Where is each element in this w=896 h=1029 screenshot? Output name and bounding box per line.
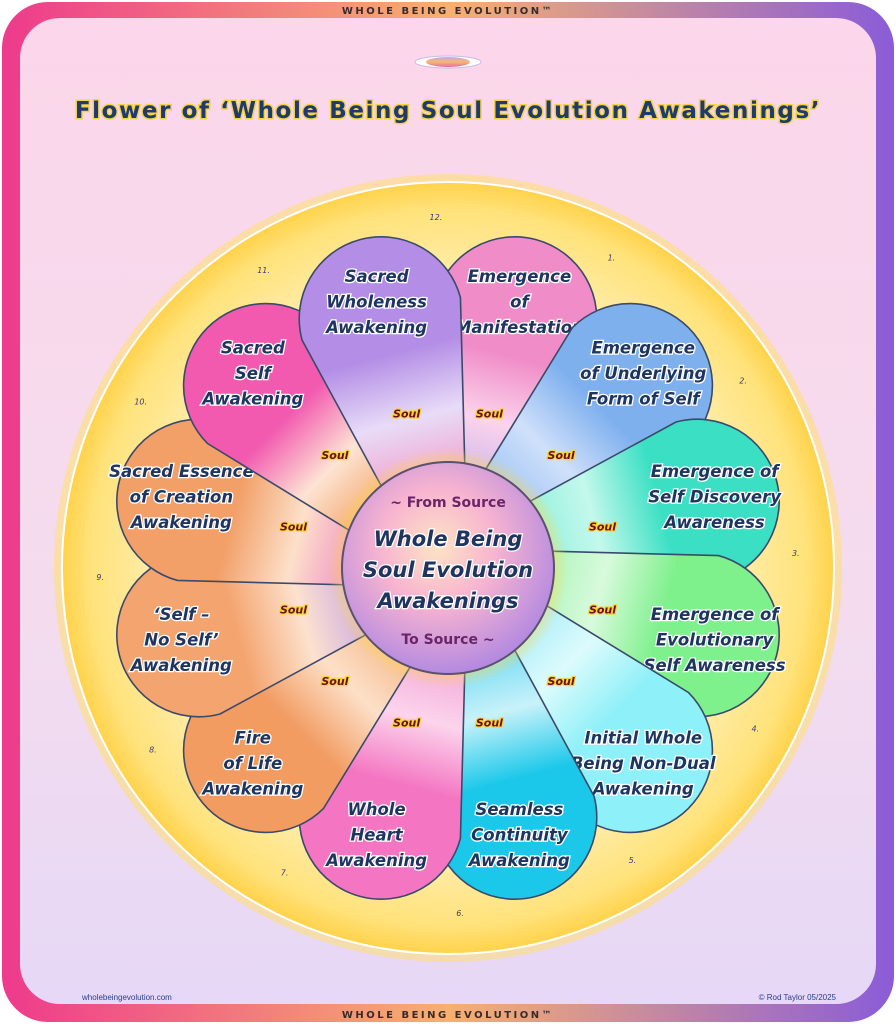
petal-3-label-line-2: Self Discovery xyxy=(648,488,782,507)
petal-8-number: 8. xyxy=(149,745,157,754)
petal-4-label-line-1: Emergence of xyxy=(651,605,781,624)
petal-5-number: 5. xyxy=(629,856,637,865)
petal-5-label-line-2: Being Non-Dual xyxy=(571,754,716,773)
petal-2-label-line-3: Form of Self xyxy=(587,389,701,408)
gem-ornament-icon xyxy=(414,55,482,69)
petal-12-soul-label: Soul xyxy=(393,408,420,421)
petal-1-number: 1. xyxy=(608,254,616,263)
petal-7-label-line-3: Awakening xyxy=(324,851,427,870)
petal-2-number: 2. xyxy=(739,377,747,386)
footer-website: wholebeingevolution.com xyxy=(81,993,172,1002)
center-title-line-1: Whole Being xyxy=(374,527,523,551)
petal-1-soul-label: Soul xyxy=(476,408,503,421)
petal-11-label-line-2: Self xyxy=(235,364,273,383)
petal-8-label-line-1: Fire xyxy=(235,729,271,748)
center-to-source: To Source ~ xyxy=(401,632,494,648)
petal-7-label-line-2: Heart xyxy=(351,826,404,845)
petal-5-soul-label: Soul xyxy=(548,675,575,688)
footer-copyright: © Rod Taylor 05/2025 xyxy=(759,993,837,1002)
top-banner: WHOLE BEING EVOLUTION™ xyxy=(342,6,554,17)
center-circle xyxy=(341,461,555,675)
petal-6-label-line-3: Awakening xyxy=(467,851,570,870)
petal-10-label-line-2: of Creation xyxy=(130,488,233,507)
page-title: Flower of ‘Whole Being Soul Evolution Aw… xyxy=(75,98,821,124)
petal-6-label-line-2: Continuity xyxy=(471,826,569,845)
petal-8-label-line-3: Awakening xyxy=(200,780,303,799)
bottom-banner: WHOLE BEING EVOLUTION™ xyxy=(342,1010,554,1021)
petal-10-label-line-3: Awakening xyxy=(129,513,232,532)
petal-3-label-line-1: Emergence of xyxy=(651,462,781,481)
petal-1-label-line-3: Manifestation xyxy=(455,318,584,337)
petal-12-number: 12. xyxy=(430,213,443,222)
petal-10-label-line-1: Sacred Essence xyxy=(109,462,254,481)
petal-12-label-line-1: Sacred xyxy=(345,267,409,286)
petal-10-number: 10. xyxy=(134,398,147,407)
petal-4-number: 4. xyxy=(751,724,759,733)
center-title-line-3: Awakenings xyxy=(376,589,519,613)
petal-11-label-line-1: Sacred xyxy=(221,338,285,357)
petal-11-label-line-3: Awakening xyxy=(200,389,303,408)
petal-2-label-line-2: of Underlying xyxy=(580,364,706,383)
petal-4-label-line-3: Self Awareness xyxy=(644,656,786,675)
petal-11-soul-label: Soul xyxy=(321,449,348,462)
petal-4-label-line-2: Evolutionary xyxy=(656,630,775,649)
petal-3-label-line-3: Awareness xyxy=(662,513,764,532)
petal-9-label-line-2: No Self’ xyxy=(144,630,218,649)
petal-2-soul-label: Soul xyxy=(548,449,575,462)
petal-1-label-line-2: of xyxy=(510,292,530,311)
petal-3-soul-label: Soul xyxy=(589,521,616,534)
center-from-source: ~ From Source xyxy=(390,495,506,511)
petal-11-number: 11. xyxy=(257,266,270,275)
petal-3-number: 3. xyxy=(792,549,800,558)
petal-12-label-line-3: Awakening xyxy=(324,318,427,337)
petal-4-soul-label: Soul xyxy=(589,603,616,616)
petal-7-label-line-1: Whole xyxy=(348,800,406,819)
petal-7-number: 7. xyxy=(281,868,289,877)
petal-2-label-line-1: Emergence xyxy=(591,338,695,357)
petal-9-label-line-3: Awakening xyxy=(129,656,232,675)
petal-8-label-line-2: of Life xyxy=(223,754,282,773)
petal-9-soul-label: Soul xyxy=(280,603,307,616)
petal-6-number: 6. xyxy=(456,909,464,918)
petal-5-label-line-3: Awakening xyxy=(591,780,694,799)
petal-6-label-line-1: Seamless xyxy=(475,800,563,819)
petal-1-label-line-1: Emergence xyxy=(468,267,572,286)
petal-6-soul-label: Soul xyxy=(476,717,503,730)
petal-10-soul-label: Soul xyxy=(280,521,307,534)
center-title-line-2: Soul Evolution xyxy=(363,558,533,582)
petal-12-label-line-2: Wholeness xyxy=(326,292,427,311)
petal-7-soul-label: Soul xyxy=(393,717,420,730)
petal-8-soul-label: Soul xyxy=(321,675,348,688)
soul-labels: SoulSoulSoulSoulSoulSoulSoulSoulSoulSoul… xyxy=(279,406,618,730)
petal-5-label-line-1: Initial Whole xyxy=(584,729,702,748)
petal-9-label-line-1: ‘Self – xyxy=(153,605,209,624)
petal-9-number: 9. xyxy=(96,573,104,582)
